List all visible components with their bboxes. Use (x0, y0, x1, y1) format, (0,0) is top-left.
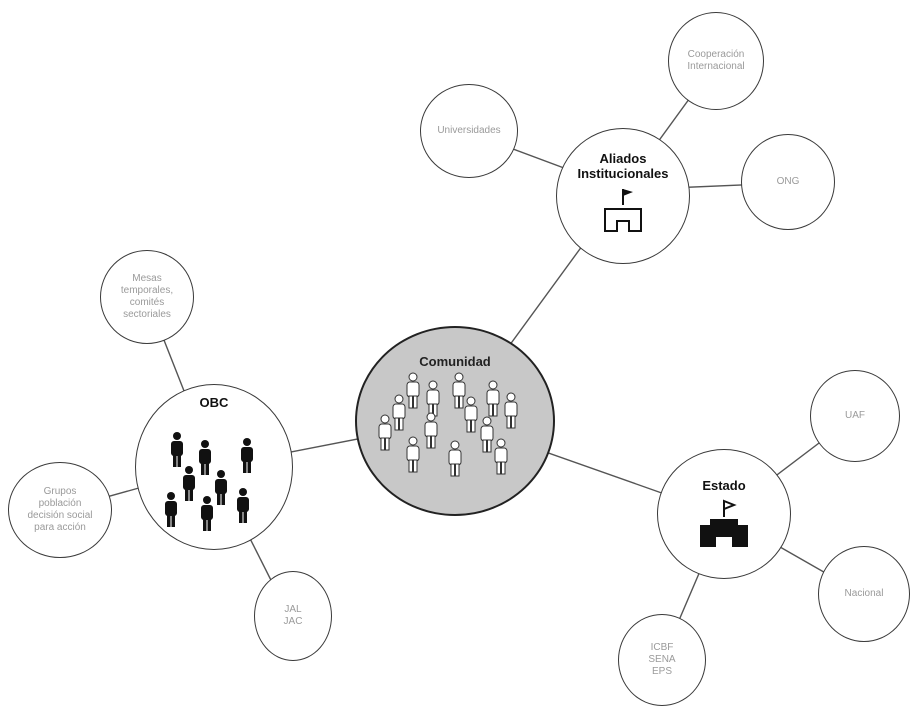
hub-comunidad-title: Comunidad (419, 354, 491, 369)
hub-comunidad: Comunidad (355, 326, 555, 516)
satellite-obc-left: Grupos población decisión social para ac… (8, 462, 112, 558)
people-group-icon (165, 432, 253, 531)
hub-estado-title: Estado (702, 478, 746, 493)
satellite-aliados-right: ONG (741, 134, 835, 230)
satellite-label: Universidades (437, 125, 501, 136)
flag-building-icon (604, 189, 642, 232)
satellite-estado-right: Nacional (818, 546, 910, 642)
satellite-label: JAL JAC (283, 604, 303, 627)
satellite-obc-bottom: JAL JAC (254, 571, 332, 661)
satellite-estado-top: UAF (810, 370, 900, 462)
hub-estado: Estado (657, 449, 791, 579)
satellite-label: Grupos población decisión social para ac… (27, 486, 93, 533)
hub-obc-title: OBC (199, 395, 229, 410)
government-building-icon (700, 499, 748, 547)
satellite-label: Cooperación Internacional (687, 49, 745, 72)
hub-aliados: Aliados Institucionales (556, 128, 690, 264)
satellite-label: Nacional (844, 588, 884, 599)
hub-obc: OBC (135, 384, 293, 550)
hub-aliados-title: Aliados Institucionales (577, 151, 669, 181)
satellite-label: UAF (845, 410, 865, 421)
satellite-label: Mesas temporales, comités sectoriales (120, 273, 174, 320)
satellite-obc-top: Mesas temporales, comités sectoriales (100, 250, 194, 344)
satellite-label: ICBF SENA EPS (648, 642, 676, 677)
satellite-aliados-top: Cooperación Internacional (668, 12, 764, 110)
crowd-icon (378, 372, 518, 477)
satellite-label: ONG (776, 176, 800, 187)
satellite-aliados-left: Universidades (420, 84, 518, 178)
satellite-estado-bottom: ICBF SENA EPS (618, 614, 706, 706)
